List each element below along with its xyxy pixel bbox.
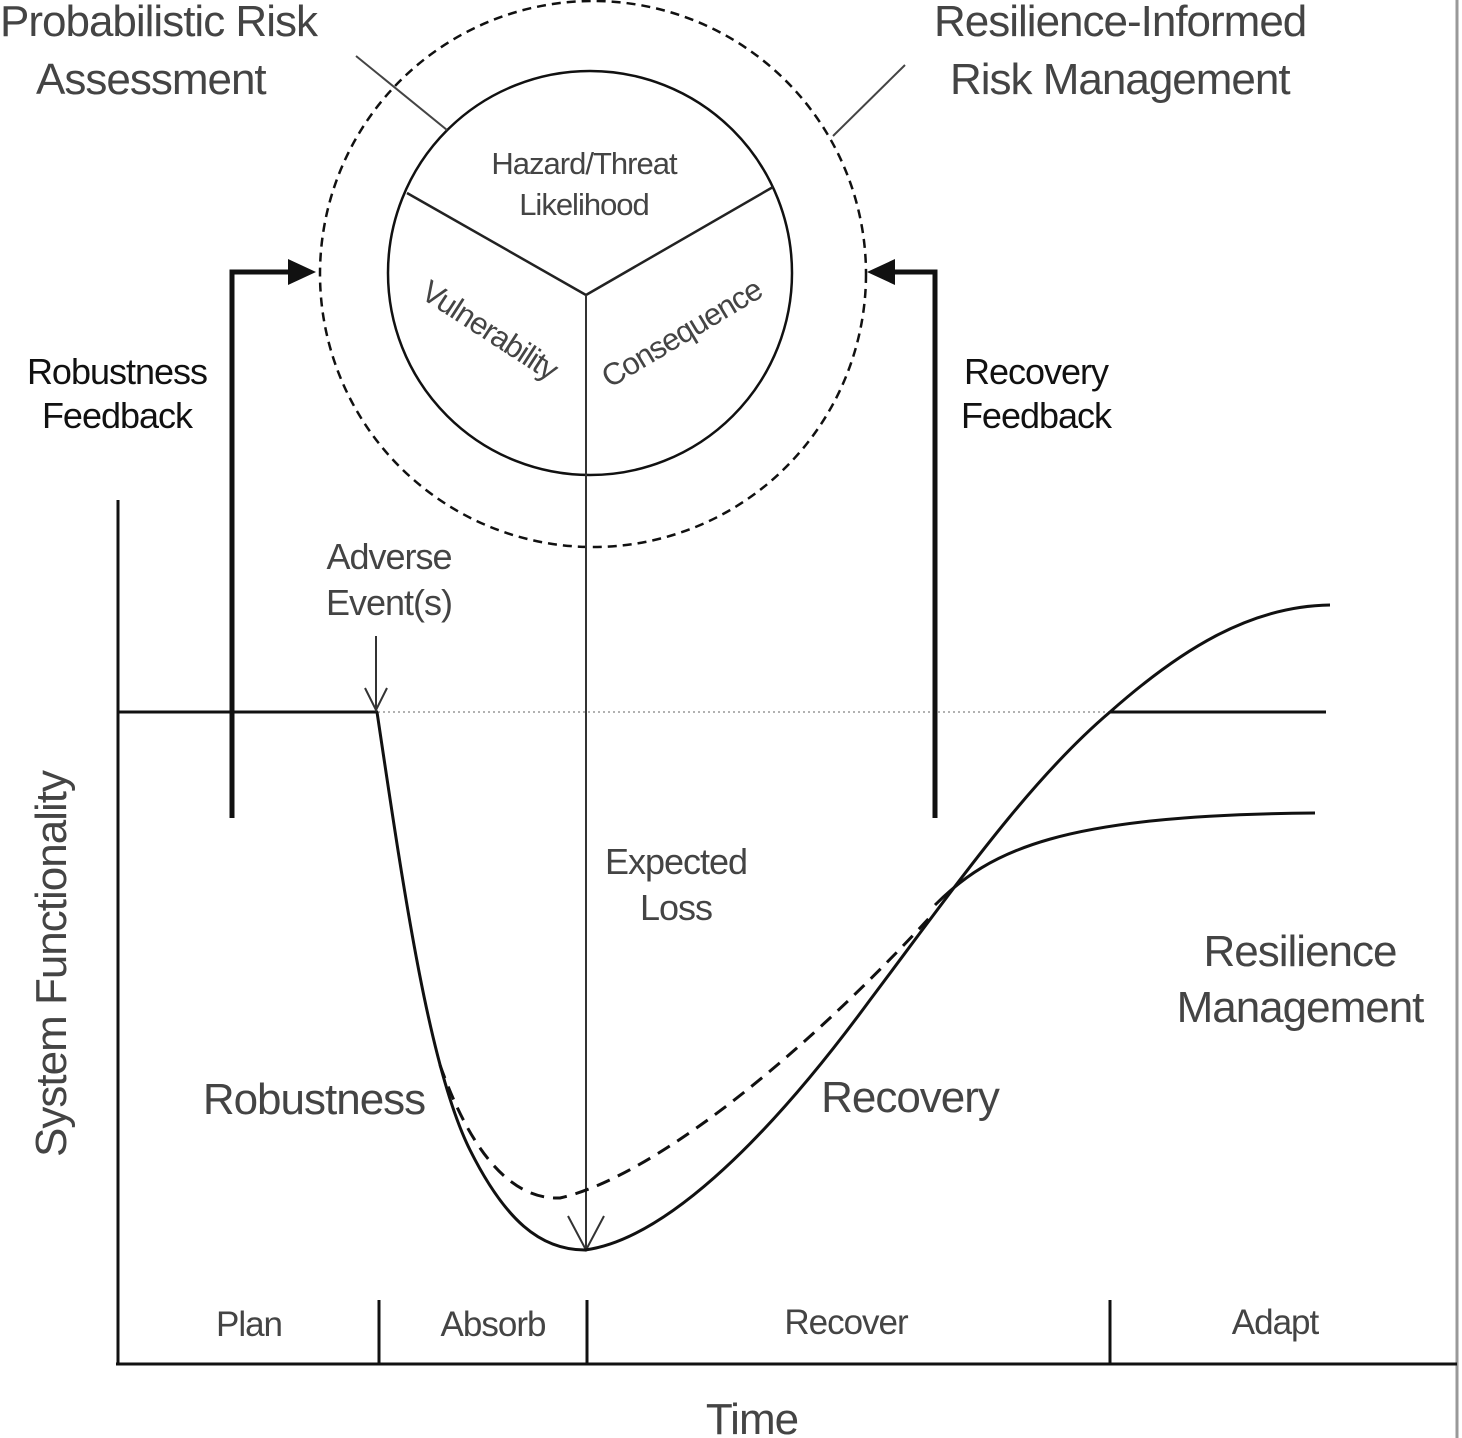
phase-plan: Plan bbox=[216, 1305, 282, 1344]
robustness-feedback-line1: Robustness bbox=[27, 351, 207, 392]
resilience-management-line1: Resilience bbox=[1204, 927, 1397, 976]
recovery-feedback-arrowhead bbox=[867, 259, 895, 285]
x-axis-label: Time bbox=[706, 1395, 798, 1438]
improved-response-curve bbox=[438, 913, 934, 1200]
recovery-feedback-line1: Recovery bbox=[964, 351, 1109, 392]
expected-loss-line2: Loss bbox=[640, 887, 712, 928]
hazard-label-line2: Likelihood bbox=[519, 187, 649, 222]
partial-recovery-curve bbox=[933, 811, 1316, 907]
adverse-event-line2: Event(s) bbox=[326, 582, 452, 623]
circle-divider-left bbox=[406, 191, 587, 297]
robustness-feedback-line2: Feedback bbox=[42, 395, 194, 436]
robustness-label: Robustness bbox=[203, 1075, 425, 1124]
consequence-label: Consequence bbox=[595, 272, 768, 395]
expected-loss-line1: Expected bbox=[605, 841, 747, 882]
y-axis-label: System Functionality bbox=[27, 770, 76, 1157]
adverse-event-arrowhead bbox=[364, 687, 388, 713]
circle-divider-right bbox=[585, 185, 774, 297]
rirm-title-line1: Resilience-Informed bbox=[934, 0, 1306, 46]
risk-circle bbox=[386, 69, 794, 477]
adverse-event-line1: Adverse bbox=[326, 536, 451, 577]
functionality-curve bbox=[375, 603, 1331, 1252]
resilience-management-line2: Management bbox=[1177, 983, 1425, 1032]
hazard-label-line1: Hazard/Threat bbox=[491, 146, 678, 181]
leader-line-right bbox=[832, 64, 906, 137]
vulnerability-label: Vulnerability bbox=[415, 273, 565, 387]
robustness-feedback-arrow bbox=[229, 269, 290, 818]
pra-title-line2: Assessment bbox=[36, 55, 266, 104]
recovery-feedback-arrow bbox=[893, 269, 938, 818]
recovery-feedback-line2: Feedback bbox=[961, 395, 1113, 436]
robustness-feedback-arrowhead bbox=[288, 259, 316, 285]
rirm-title-line2: Risk Management bbox=[950, 55, 1290, 104]
recovery-label: Recovery bbox=[821, 1073, 1000, 1122]
phase-adapt: Adapt bbox=[1232, 1303, 1320, 1342]
dashed-outer-circle bbox=[318, 0, 868, 549]
leader-line-left bbox=[355, 55, 448, 131]
pra-title-line1: Probabilistic Risk bbox=[0, 0, 319, 46]
phase-absorb: Absorb bbox=[441, 1305, 546, 1344]
phase-recover: Recover bbox=[784, 1303, 909, 1342]
